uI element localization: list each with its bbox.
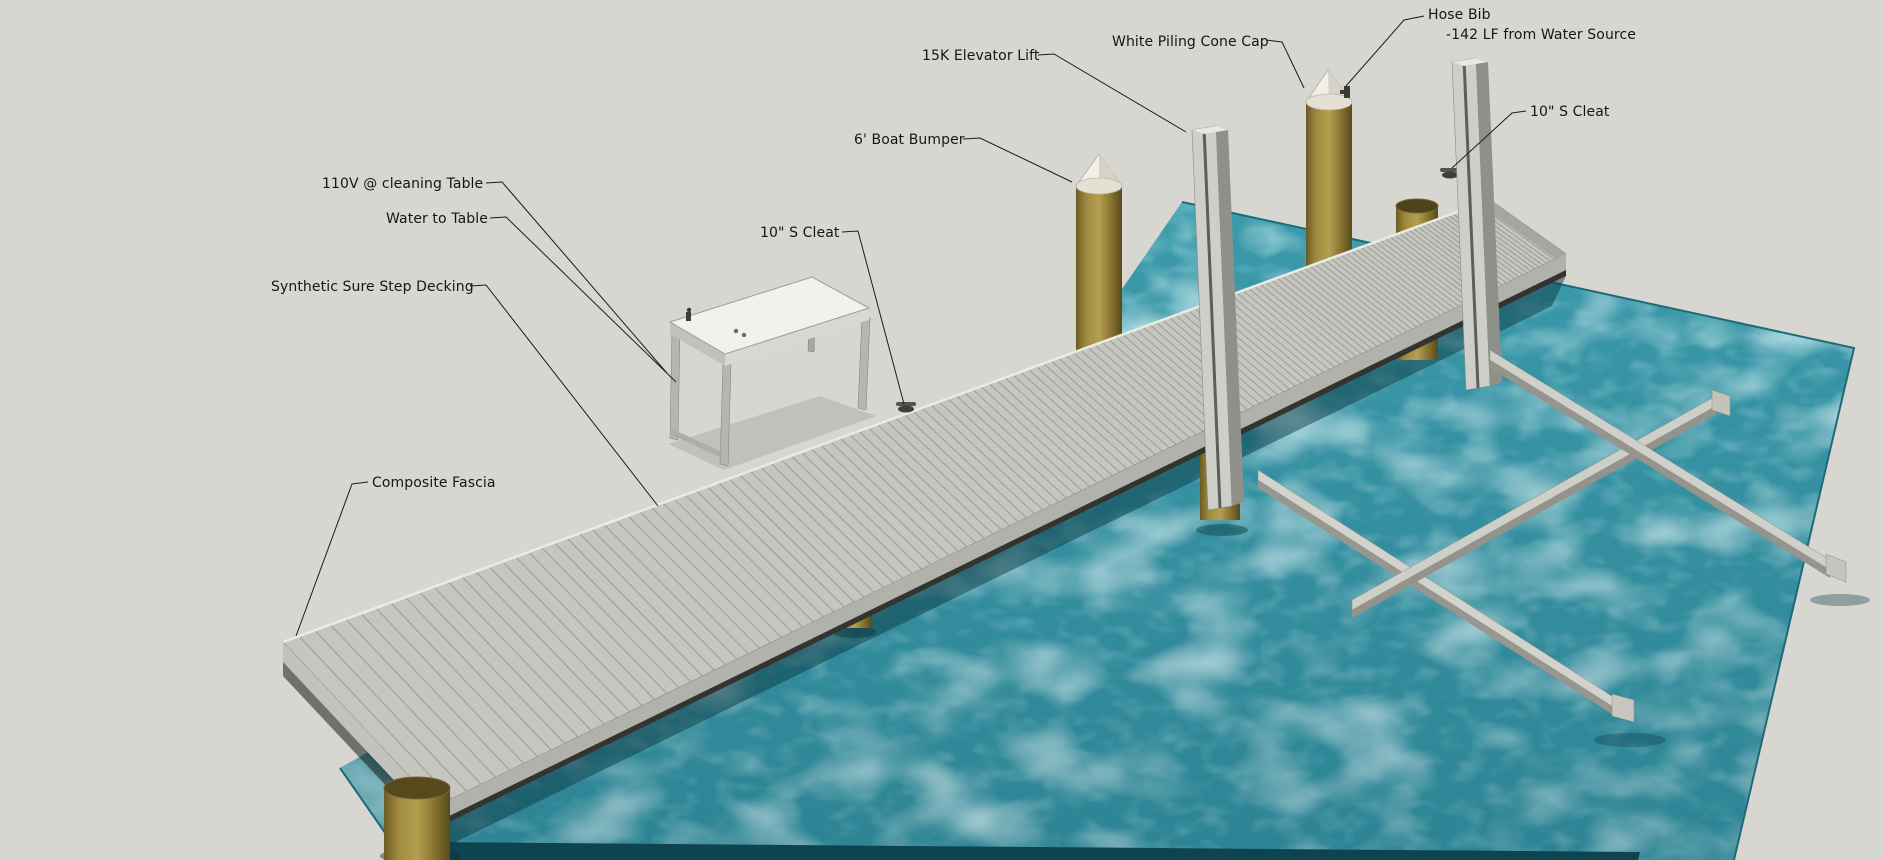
dock-shadow (423, 276, 1566, 858)
water-front-face (424, 842, 1640, 860)
leader-hose-bib (1345, 15, 1425, 87)
leader-water-to-table (489, 216, 677, 383)
deck-far-end-face (1490, 200, 1566, 266)
elevator-rail-1 (1257, 469, 1635, 723)
deck-edge-highlight (282, 198, 1491, 644)
end-piling (383, 776, 451, 860)
deck-planks (298, 201, 1563, 800)
table-faucet (686, 312, 691, 321)
s-cleat-mid (896, 402, 916, 413)
leader-s-cleat-mid (841, 230, 905, 405)
table-apron (725, 308, 869, 366)
leader-boat-bumper (962, 137, 1073, 183)
cleaning-table (668, 276, 876, 470)
deck-fascia-side (437, 254, 1566, 822)
leader-decking (469, 284, 659, 507)
label-decking: Synthetic Sure Step Decking (271, 279, 474, 295)
label-s-cleat-mid: 10" S Cleat (760, 225, 840, 241)
label-white-piling-cone-cap: White Piling Cone Cap (1112, 34, 1269, 50)
dock-deck (282, 198, 1567, 840)
cone-cap-piling (1305, 69, 1353, 270)
elevator-post-left (1191, 125, 1244, 511)
leader-white-piling-cone-cap (1265, 39, 1305, 89)
table-leg (669, 329, 681, 441)
label-hose-bib-title: Hose Bib (1428, 7, 1491, 23)
hose-bib-fixture (1340, 86, 1350, 98)
leader-fascia (295, 481, 369, 637)
label-hose-bib: Hose Bib -142 LF from Water Source (1428, 5, 1636, 45)
label-fascia: Composite Fascia (372, 475, 496, 491)
leader-cleaning-table-power (485, 181, 667, 373)
label-hose-bib-note: -142 LF from Water Source (1446, 27, 1636, 43)
leader-s-cleat-right (1451, 110, 1527, 169)
label-s-cleat-right: 10" S Cleat (1530, 104, 1610, 120)
table-top (668, 276, 871, 355)
elevator-rail-3 (1489, 349, 1847, 583)
table-apron (670, 322, 725, 366)
table-drain (733, 328, 739, 334)
table-stretcher (670, 428, 722, 458)
label-elevator-lift: 15K Elevator Lift (922, 48, 1040, 64)
leader-elevator-lift (1037, 53, 1187, 133)
boat-bumper-piling (1075, 153, 1123, 354)
label-boat-bumper: 6' Boat Bumper (854, 132, 965, 148)
leader-lines (295, 15, 1527, 637)
s-cleat-right (1440, 168, 1460, 179)
label-cleaning-table-power: 110V @ cleaning Table (322, 176, 484, 192)
rail-shadow (1810, 594, 1870, 606)
rail-shadow (1594, 733, 1666, 747)
post-shadow (1196, 524, 1248, 536)
label-water-to-table: Water to Table (386, 211, 488, 227)
